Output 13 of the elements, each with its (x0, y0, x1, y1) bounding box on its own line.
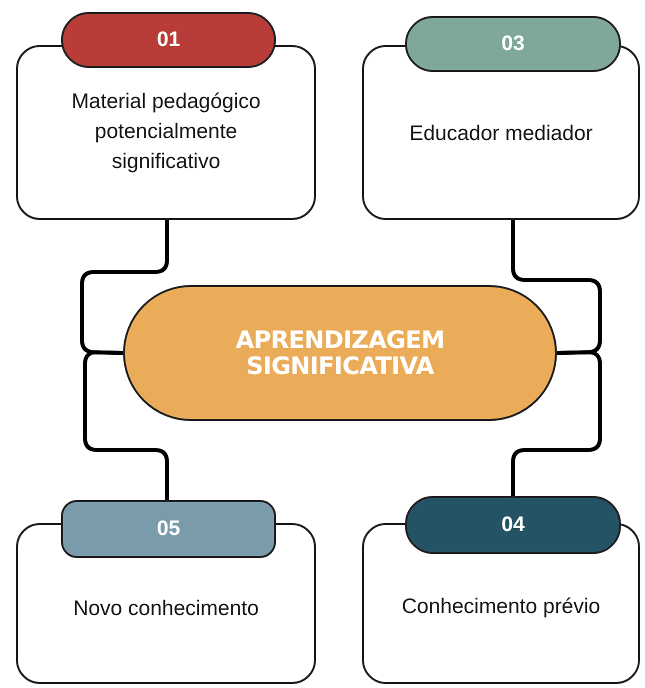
card-text: Material pedagógico potencialmente significativo (70, 89, 262, 175)
card-text: Conhecimento prévio (400, 594, 602, 620)
connector-line (511, 220, 602, 355)
connector-line (80, 220, 169, 355)
connector-line (83, 350, 169, 500)
card-text: Novo conhecimento (72, 596, 260, 622)
number-badge: 05 (61, 500, 276, 558)
card-text: Educador mediador (408, 121, 594, 147)
number-badge: 03 (405, 16, 621, 72)
central-pill: APRENDIZAGEM SIGNIFICATIVA (123, 285, 557, 421)
connector-line (511, 350, 602, 496)
number-badge: 01 (61, 12, 276, 68)
number-badge: 04 (405, 496, 621, 554)
